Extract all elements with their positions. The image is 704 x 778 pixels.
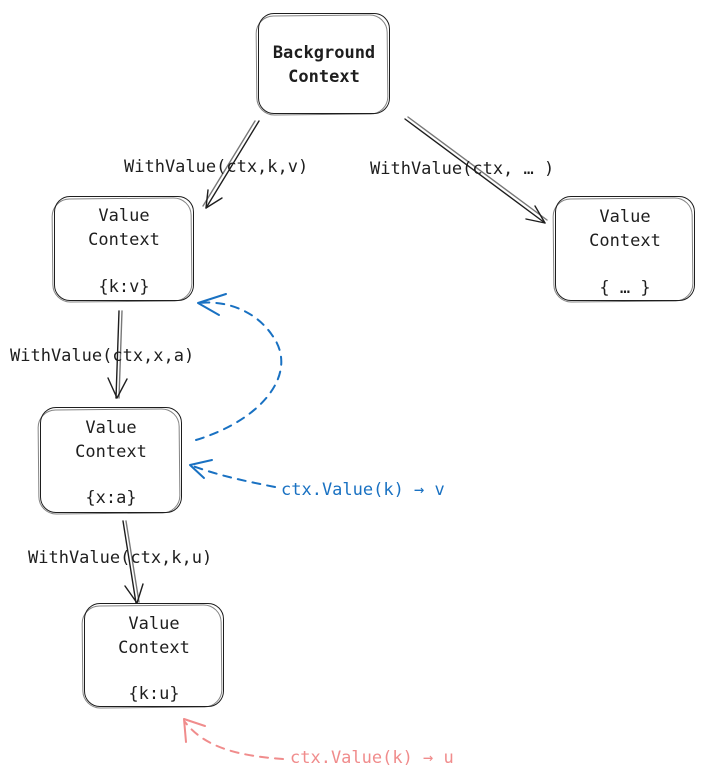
lookup-u-path <box>184 721 284 760</box>
node-ku-line2: Context <box>118 638 190 658</box>
edge-label-with-ku: WithValue(ctx,k,u) <box>28 548 213 568</box>
edge-label-with-xa: WithValue(ctx,x,a) <box>10 346 195 366</box>
node-xa-content: {x:a} <box>85 488 137 508</box>
lookup-v-arrowheads <box>189 293 227 479</box>
lookup-label-v: ctx.Value(k) → v <box>281 480 445 500</box>
node-xa-line2: Context <box>75 442 147 462</box>
edge-label-with-dots: WithValue(ctx, … ) <box>370 159 555 179</box>
node-value-context-kv: Value Context {k:v} <box>54 196 194 301</box>
node-value-context-dots: Value Context { … } <box>555 196 695 301</box>
node-xa-line1: Value <box>85 418 137 438</box>
node-background-line2: Context <box>288 67 360 87</box>
edge-kv-to-xa <box>107 310 128 399</box>
lookup-v-path <box>189 301 283 488</box>
node-dots-line2: Context <box>589 231 661 251</box>
node-kv-content: {k:v} <box>98 277 150 297</box>
node-background-line1: Background <box>272 43 376 63</box>
node-ku-line1: Value <box>128 614 180 634</box>
edge-label-with-kv: WithValue(ctx,k,v) <box>124 157 309 177</box>
node-ku-content: {k:u} <box>128 684 180 704</box>
edge-background-to-dots <box>404 116 548 224</box>
node-value-context-ku: Value Context {k:u} <box>84 603 224 707</box>
node-kv-line2: Context <box>88 230 160 250</box>
node-dots-line1: Value <box>599 207 651 227</box>
edge-xa-to-ku <box>122 520 144 604</box>
node-dots-content: { … } <box>599 278 651 298</box>
node-background-context: Background Context <box>258 13 390 114</box>
node-kv-line1: Value <box>98 206 150 226</box>
node-value-context-xa: Value Context {x:a} <box>40 407 182 513</box>
lookup-u-arrowheads <box>183 718 206 743</box>
edge-background-to-kv <box>202 120 260 209</box>
lookup-label-u: ctx.Value(k) → u <box>290 748 454 768</box>
